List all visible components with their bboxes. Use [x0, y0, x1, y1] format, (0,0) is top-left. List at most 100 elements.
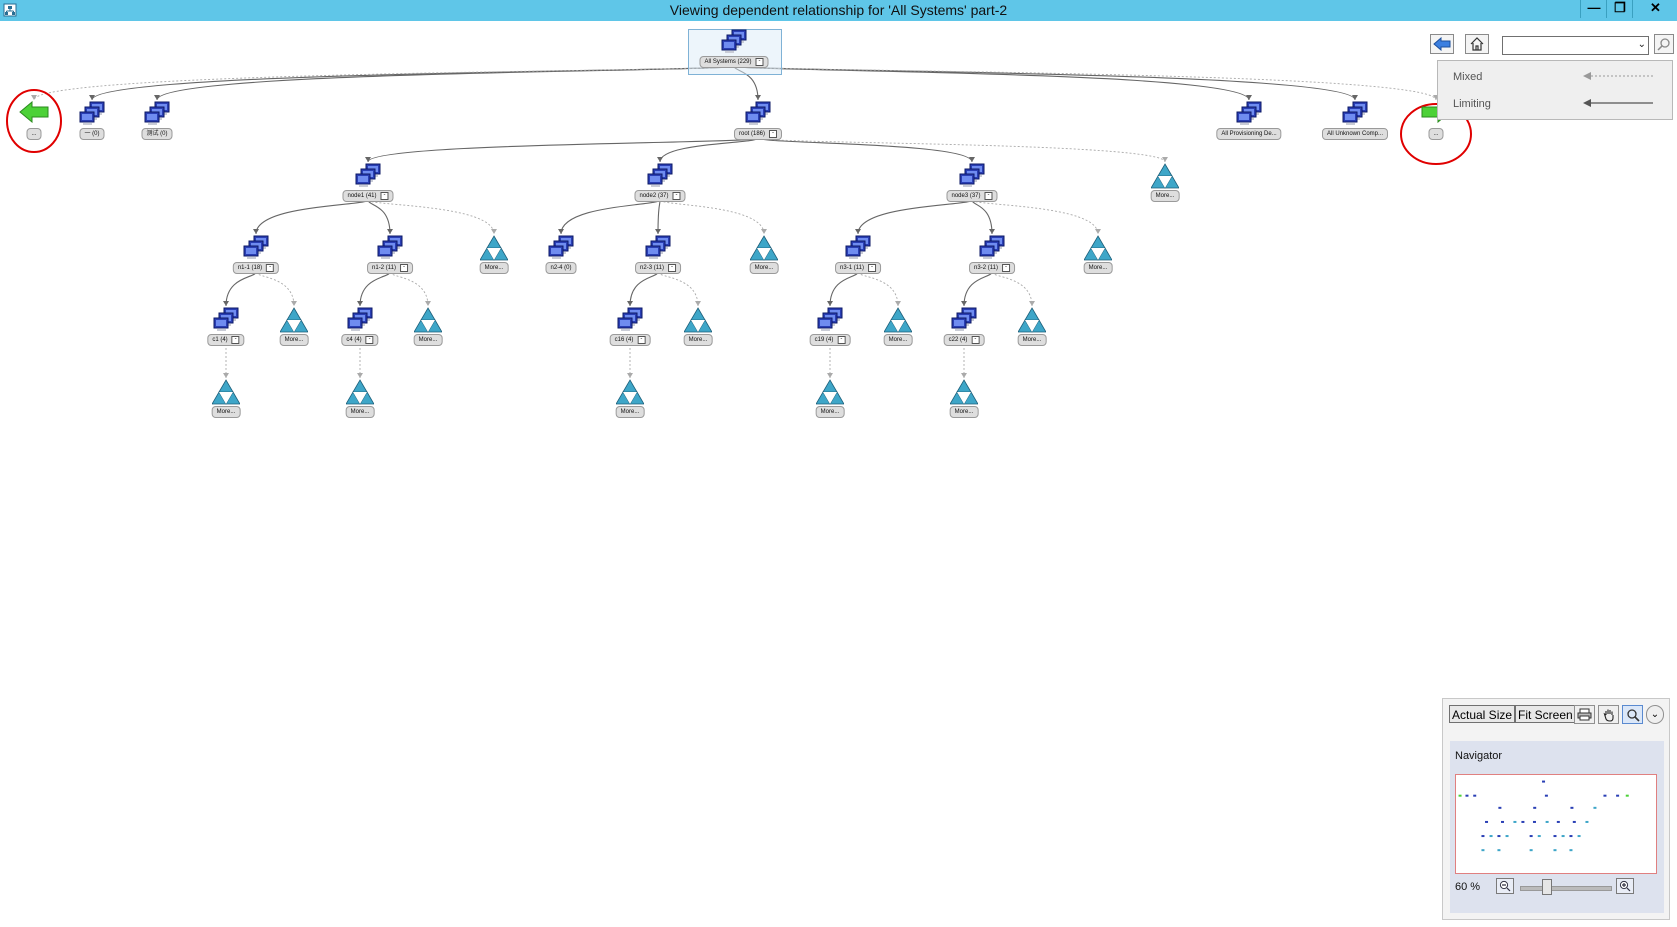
node-c22[interactable]: c22 (4)-	[924, 307, 1004, 347]
computer-collection-icon	[721, 29, 747, 53]
node-more-n32[interactable]: More...	[992, 307, 1072, 347]
collapse-button[interactable]: -	[672, 192, 681, 200]
node-more-root[interactable]: More...	[1125, 163, 1205, 203]
collapse-button[interactable]: -	[984, 192, 993, 200]
node-icon-wrap	[615, 379, 645, 410]
collapse-button[interactable]: -	[231, 336, 240, 344]
minimap-node	[1505, 835, 1509, 838]
node-label: More...	[749, 262, 779, 274]
minimap-node	[1537, 835, 1541, 838]
collapse-button[interactable]: -	[380, 192, 389, 200]
print-button[interactable]	[1574, 705, 1595, 724]
node-icon-wrap	[279, 307, 309, 338]
node-n2-3[interactable]: n2-3 (11)-	[618, 235, 698, 275]
more-triangle-icon	[1150, 163, 1180, 189]
search-button[interactable]	[1654, 34, 1674, 54]
edge-arrowhead	[827, 301, 833, 306]
node-c16[interactable]: c16 (4)-	[590, 307, 670, 347]
node-n3-2[interactable]: n3-2 (11)-	[952, 235, 1032, 275]
node-label-text: All Unknown Comp...	[1326, 131, 1384, 137]
node-nav-back[interactable]: ...	[0, 100, 74, 141]
node-more-n12[interactable]: More...	[388, 307, 468, 347]
node-all-unknown[interactable]: All Unknown Comp...	[1315, 101, 1395, 141]
search-combo[interactable]: ⌄	[1502, 36, 1649, 55]
node-label-text: All Systems (229)	[704, 59, 752, 65]
legend-mixed-line	[1583, 72, 1653, 80]
node-root[interactable]: root (186)-	[718, 101, 798, 141]
back-button[interactable]	[1430, 34, 1454, 54]
edge-node2-n2-3	[657, 199, 661, 235]
node-label-text: More...	[1155, 193, 1175, 199]
node-more-c22[interactable]: More...	[924, 379, 1004, 419]
node-label: ...	[1428, 128, 1444, 140]
node-label-text: n2-4 (0)	[550, 265, 572, 271]
edge-node1-n1-2	[367, 199, 391, 235]
node-more-c16[interactable]: More...	[590, 379, 670, 419]
node-c-test[interactable]: 测试 (0)	[117, 101, 197, 141]
node-icon-wrap	[78, 101, 106, 132]
node-node3[interactable]: node3 (37)-	[932, 163, 1012, 203]
collapse-button[interactable]: -	[867, 264, 876, 272]
edge-arrowhead	[1352, 95, 1358, 100]
node-n2-4[interactable]: n2-4 (0)	[521, 235, 601, 275]
relationship-diagram[interactable]: All Systems (229)-...一 (0)测试 (0)root (18…	[0, 21, 1677, 927]
collapse-button[interactable]: -	[365, 336, 374, 344]
node-label-text: ...	[1433, 131, 1439, 137]
node-node1[interactable]: node1 (41)-	[328, 163, 408, 203]
node-all-prov[interactable]: All Provisioning De...	[1209, 101, 1289, 141]
home-button[interactable]	[1465, 34, 1489, 54]
node-c1[interactable]: c1 (4)-	[186, 307, 266, 347]
chevron-down-icon[interactable]: ⌄	[1637, 39, 1646, 50]
collapse-button[interactable]: -	[637, 336, 646, 344]
collapse-button[interactable]: -	[755, 58, 764, 66]
collapse-button[interactable]: -	[399, 264, 408, 272]
node-n1-2[interactable]: n1-2 (11)-	[350, 235, 430, 275]
node-c-empty1[interactable]: 一 (0)	[52, 101, 132, 141]
collapse-button[interactable]: -	[837, 336, 846, 344]
zoom-slider-track[interactable]	[1520, 886, 1612, 891]
node-more-n11[interactable]: More...	[254, 307, 334, 347]
navigator-preview[interactable]	[1455, 774, 1657, 874]
minimap-node	[1616, 794, 1620, 797]
computer-collection-icon	[347, 307, 373, 331]
node-c19[interactable]: c19 (4)-	[790, 307, 870, 347]
node-more-c19[interactable]: More...	[790, 379, 870, 419]
node-more-n31[interactable]: More...	[858, 307, 938, 347]
node-more-n2[interactable]: More...	[724, 235, 804, 275]
expand-panel-button[interactable]: ⌄	[1646, 705, 1664, 724]
minimap-node	[1577, 835, 1581, 838]
minimize-button[interactable]: —	[1580, 0, 1607, 18]
node-label: 一 (0)	[79, 128, 105, 140]
collapse-button[interactable]: -	[1001, 264, 1010, 272]
navigator-title: Navigator	[1455, 750, 1503, 762]
minimap-node	[1458, 794, 1462, 797]
actual-size-button[interactable]: Actual Size	[1449, 705, 1516, 723]
node-n3-1[interactable]: n3-1 (11)-	[818, 235, 898, 275]
zoom-out-button[interactable]	[1496, 878, 1514, 894]
zoom-in-button[interactable]	[1616, 878, 1634, 894]
collapse-button[interactable]: -	[667, 264, 676, 272]
node-more-n23[interactable]: More...	[658, 307, 738, 347]
node-node2[interactable]: node2 (37)-	[620, 163, 700, 203]
search-icon	[1657, 38, 1670, 51]
node-n1-1[interactable]: n1-1 (18)-	[216, 235, 296, 275]
node-label: More...	[615, 406, 645, 418]
zoom-tool-button[interactable]	[1622, 705, 1643, 724]
fit-screen-button[interactable]: Fit Screen	[1515, 705, 1576, 723]
collapse-button[interactable]: -	[971, 336, 980, 344]
node-more-c1[interactable]: More...	[186, 379, 266, 419]
close-button[interactable]: ✕	[1632, 0, 1677, 18]
zoom-slider-thumb[interactable]	[1542, 879, 1552, 895]
node-more-n1[interactable]: More...	[454, 235, 534, 275]
collapse-button[interactable]: -	[769, 130, 778, 138]
node-more-c4[interactable]: More...	[320, 379, 400, 419]
node-more-n3[interactable]: More...	[1058, 235, 1138, 275]
node-c4[interactable]: c4 (4)-	[320, 307, 400, 347]
node-icon-wrap	[212, 307, 240, 338]
node-label: n1-2 (11)-	[367, 262, 413, 274]
collapse-button[interactable]: -	[266, 264, 275, 272]
node-all-systems[interactable]: All Systems (229)-	[694, 29, 774, 69]
maximize-button[interactable]: ❐	[1606, 0, 1633, 18]
pan-button[interactable]	[1598, 705, 1619, 724]
edge-node3-n3-1	[857, 199, 973, 235]
